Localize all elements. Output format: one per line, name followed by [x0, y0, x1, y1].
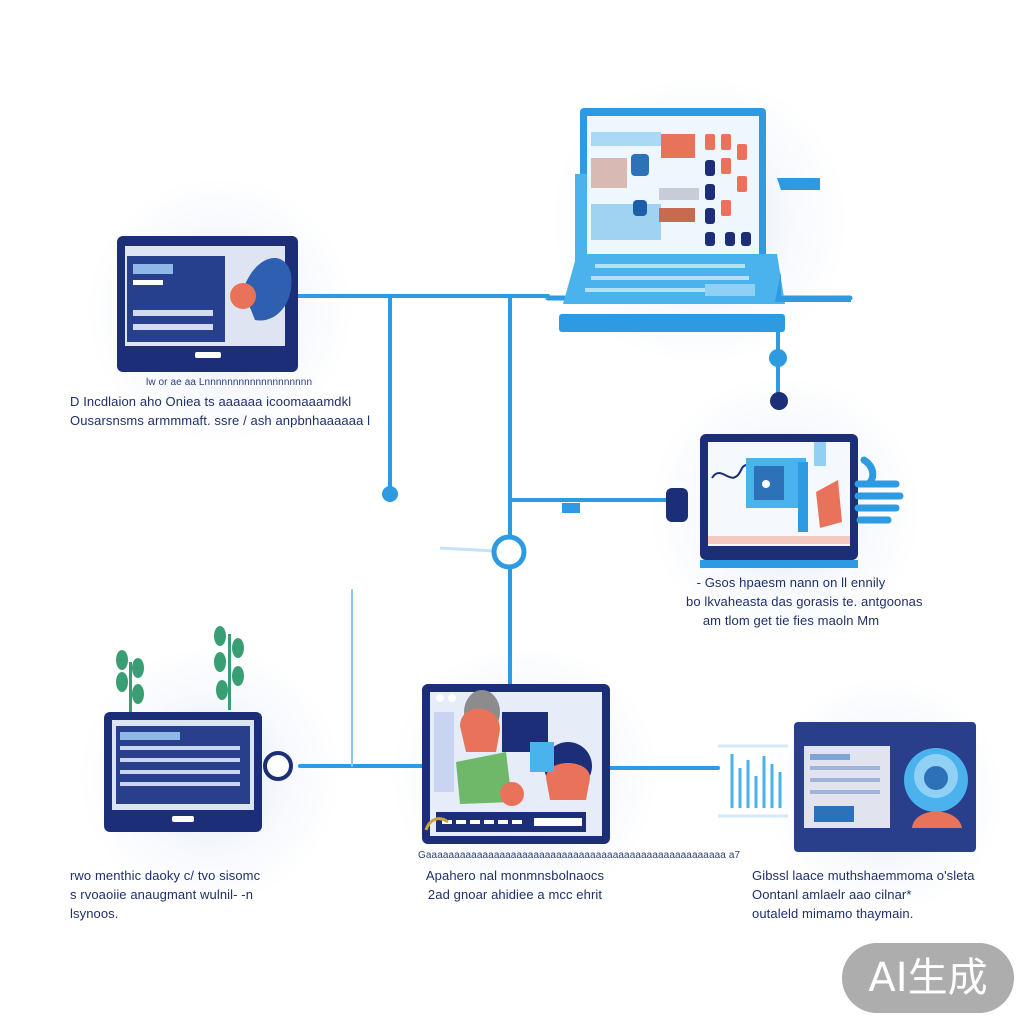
caption-bottom-left-line-3: lsynoos.	[70, 906, 119, 921]
caption-top-left-line-2: Ousarsnsms armmmaft. ssre / ash anpbnhaa…	[70, 413, 371, 428]
caption-bottom-left-line-2: s rvoaoiie anaugmant wulnil- -n	[70, 887, 254, 902]
junction-dot-right-upper	[769, 349, 787, 367]
connector-tab-mid	[562, 503, 580, 513]
bar-chart-icon	[718, 744, 788, 818]
junction-dot-left	[382, 486, 398, 502]
junction-dot-right-lower	[770, 392, 788, 410]
ai-generated-watermark: AI生成	[842, 943, 1014, 1013]
caption-top-left: D Incdlaion aho Oniea ts aaaaaa icoomaaa…	[70, 392, 370, 430]
monitor-icon-bottom-left	[104, 626, 262, 832]
caption-bottom-right-line-2: Oontanl amlaelr aao cilnar*	[752, 887, 912, 902]
caption-mid-right-line-2: bo lkvaheasta das gorasis te. antgoonas	[686, 594, 923, 609]
caption-bottom-right-line-3: outaleld mimamo thaymain.	[752, 906, 914, 921]
caption-bottom-right: Gibssl laace muthshaemmoma o'sleta Oonta…	[752, 866, 975, 923]
monitor-icon-bottom-right	[718, 722, 976, 852]
caption-bottom-left: rwo menthic daoky c/ tvo sisomc s rvoaoi…	[70, 866, 270, 923]
caption-bottom-right-line-1: Gibssl laace muthshaemmoma o'sleta	[752, 868, 975, 883]
laptop-icon-top-right	[559, 108, 851, 332]
monitor-icon-mid-right	[700, 434, 904, 568]
caption-top-left-line-1: D Incdlaion aho Oniea ts aaaaaa icoomaaa…	[70, 394, 352, 409]
caption-top-left-small: lw or ae aa Lnnnnnnnnnnnnnnnnnnn	[146, 377, 313, 388]
connector-plug-right	[666, 488, 688, 522]
caption-bottom-center-line-2: 2ad gnoar ahidiee a mcc ehrit	[427, 887, 603, 902]
caption-bottom-center-small: Gaaaaaaaaaaaaaaaaaaaaaaaaaaaaaaaaaaaaaaa…	[418, 850, 741, 861]
caption-bottom-center-line-1: Apahero nal monmnsbolnaocs	[425, 868, 605, 883]
caption-mid-right-line-1: - Gsos hpaesm nann on ll ennily	[696, 575, 886, 590]
plant-icon	[116, 626, 244, 712]
caption-mid-right: - Gsos hpaesm nann on ll ennily bo lkvah…	[686, 573, 923, 630]
connector-faint-stub	[439, 546, 496, 553]
monitor-icon-top-left	[117, 236, 298, 372]
caption-mid-right-line-3: am tlom get tie fies maoln Mm	[702, 613, 880, 628]
monitor-icon-bottom-center	[422, 684, 610, 844]
junction-ring-bottom-left	[263, 751, 293, 781]
junction-ring-center	[491, 534, 527, 570]
caption-bottom-center: Apahero nal monmnsbolnaocs 2ad gnoar ahi…	[410, 866, 620, 904]
caption-bottom-left-line-1: rwo menthic daoky c/ tvo sisomc	[70, 868, 261, 883]
